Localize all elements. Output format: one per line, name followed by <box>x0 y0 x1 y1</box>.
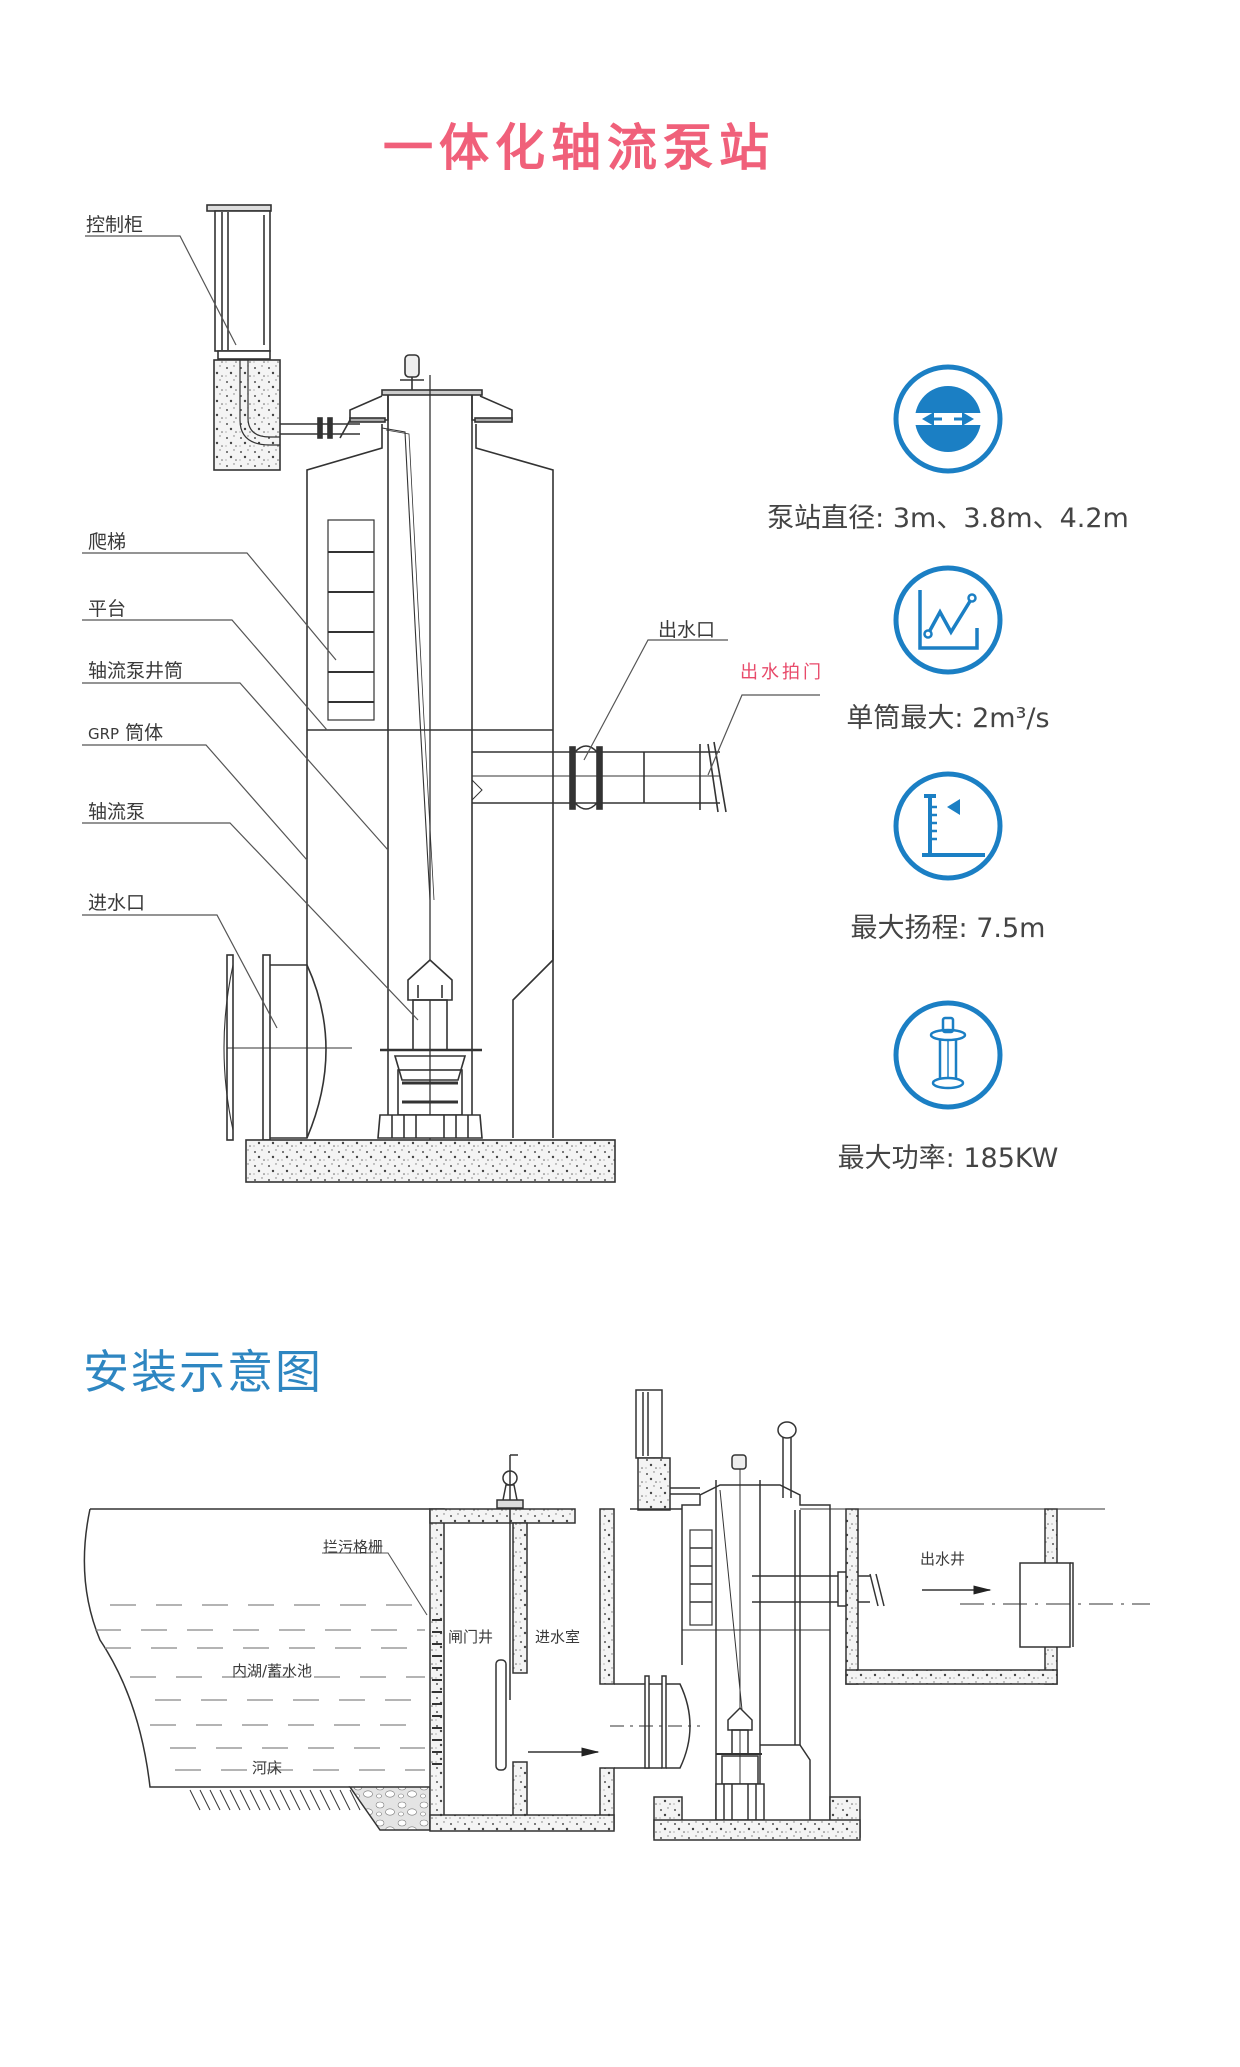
water-lines <box>95 1604 425 1771</box>
label-outlet-well: 出水井 <box>920 1550 966 1568</box>
spec-max-flow: 单筒最大: 2m³/s <box>846 703 1050 734</box>
riverbed-hatch <box>189 1789 361 1811</box>
label-grp-prefix: GRP <box>88 725 120 743</box>
pump-tower <box>306 354 554 1160</box>
label-trash-rack: 拦污格栅 <box>323 1538 384 1556</box>
label-flap-gate: 出水拍门 <box>740 662 824 683</box>
inlet-pipe <box>223 954 352 1141</box>
label-riverbed: 河床 <box>252 1759 283 1777</box>
head-gauge-icon <box>893 771 1003 881</box>
outlet-pipe <box>471 741 727 813</box>
label-lake: 内湖/蓄水池 <box>232 1662 313 1680</box>
lake-bank <box>83 1508 350 1788</box>
pump-icon <box>893 1000 1003 1110</box>
label-outlet: 出水口 <box>658 619 716 641</box>
leader-lines <box>82 235 820 1029</box>
installation-title: 安装示意图 <box>83 1345 323 1399</box>
diameter-icon <box>893 364 1003 474</box>
foundation <box>245 1139 616 1183</box>
label-pump-well: 轴流泵井筒 <box>88 660 184 682</box>
spec-max-power: 最大功率: 185KW <box>837 1143 1059 1174</box>
gate-well-structure <box>322 1454 615 1832</box>
label-inlet-room: 进水室 <box>535 1628 581 1646</box>
spec-max-head: 最大扬程: 7.5m <box>850 913 1046 944</box>
label-control-cabinet: 控制柜 <box>86 214 144 236</box>
label-axial-pump: 轴流泵 <box>88 801 146 823</box>
flow-chart-icon <box>893 565 1003 675</box>
label-ladder: 爬梯 <box>88 531 127 553</box>
label-grp-text: 筒体 <box>125 722 164 744</box>
spec-diameter: 泵站直径: 3m、3.8m、4.2m <box>767 503 1129 534</box>
control-cabinet <box>206 204 360 471</box>
page-title: 一体化轴流泵站 <box>383 118 775 177</box>
label-grp-body: GRP 筒体 <box>88 718 163 745</box>
label-gate-well: 闸门井 <box>448 1628 494 1646</box>
label-inlet: 进水口 <box>88 892 146 914</box>
installation-station <box>610 1389 1105 1841</box>
axial-pump <box>377 958 483 1139</box>
outlet-well <box>845 1508 1150 1685</box>
label-platform: 平台 <box>88 598 127 620</box>
